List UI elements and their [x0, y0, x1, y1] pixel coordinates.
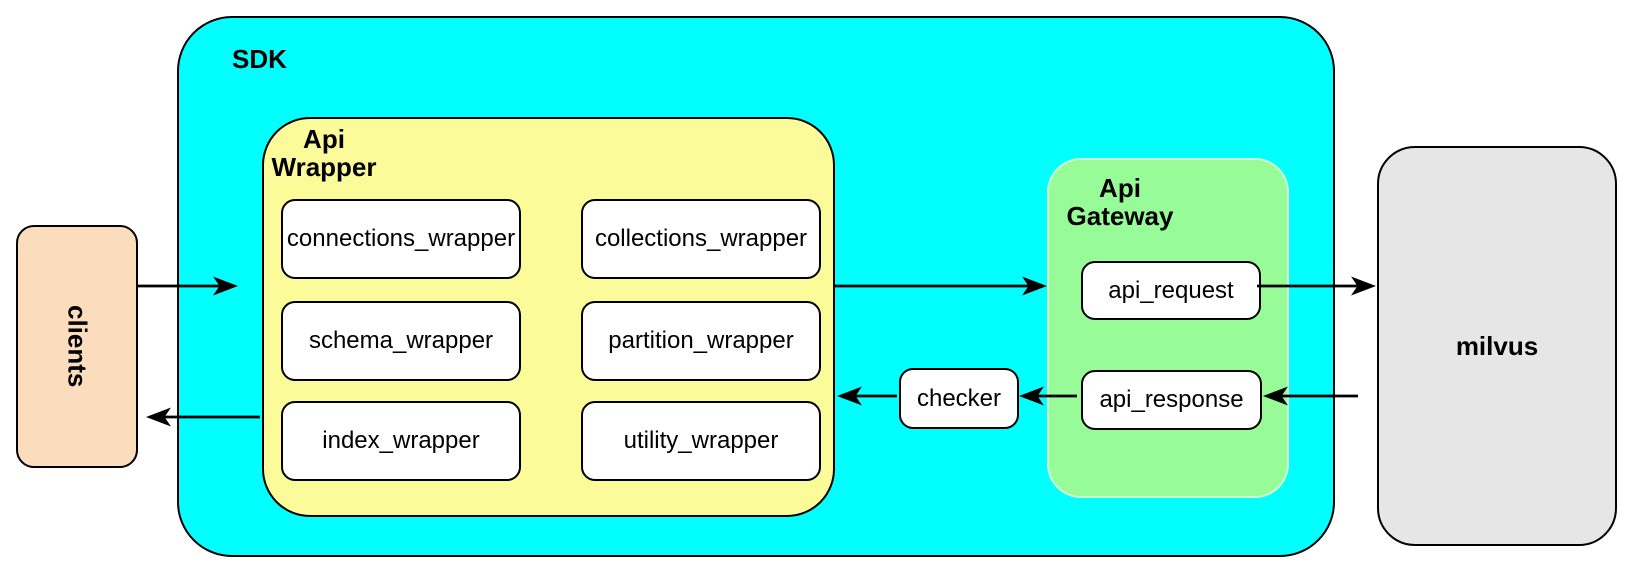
partition-wrapper-node: partition_wrapper	[581, 301, 821, 381]
collections-wrapper-node: collections_wrapper	[581, 199, 821, 279]
sdk-container: SDK Api Wrapper connections_wrapper coll…	[177, 16, 1335, 557]
checker-node: checker	[899, 368, 1019, 429]
milvus-label: milvus	[1455, 330, 1539, 361]
milvus-node: milvus	[1377, 146, 1617, 546]
api-wrapper-label: Api Wrapper	[271, 124, 377, 182]
api-wrapper-container: Api Wrapper connections_wrapper collecti…	[262, 117, 835, 517]
sdk-label: SDK	[232, 44, 287, 74]
api-request-node: api_request	[1081, 261, 1261, 320]
api-gateway-label: Api Gateway	[1066, 173, 1174, 231]
utility-wrapper-node: utility_wrapper	[581, 401, 821, 481]
api-response-node: api_response	[1081, 370, 1262, 430]
connections-wrapper-node: connections_wrapper	[281, 199, 521, 279]
api-gateway-container: Api Gateway api_request api_response	[1047, 158, 1289, 498]
clients-node: clients	[16, 225, 138, 468]
schema-wrapper-node: schema_wrapper	[281, 301, 521, 381]
clients-label: clients	[62, 305, 93, 388]
index-wrapper-node: index_wrapper	[281, 401, 521, 481]
